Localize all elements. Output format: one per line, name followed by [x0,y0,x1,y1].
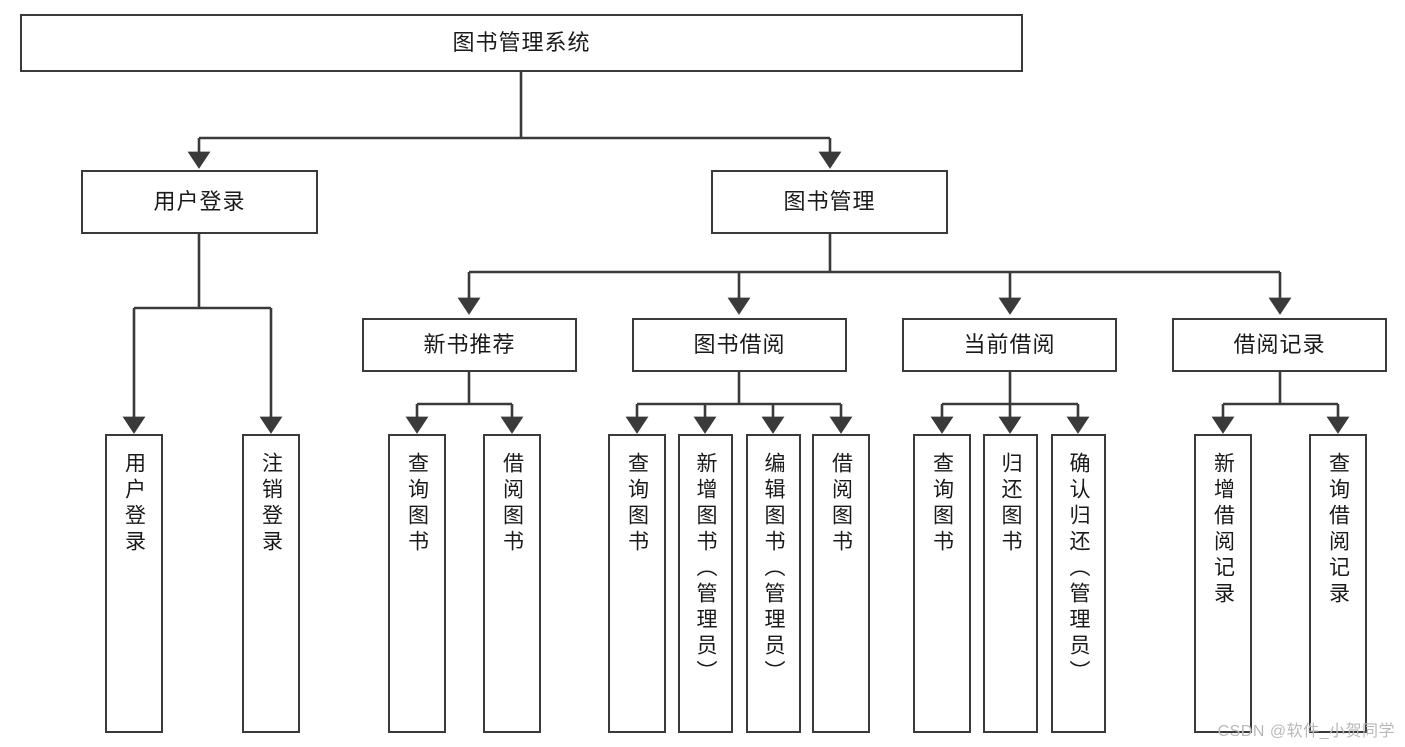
leaf-recommend-borrow-book[interactable]: 借阅图书 [483,434,541,733]
node-label: 查询图书 [930,452,954,556]
node-label: 确认归还（管理员） [1067,452,1090,686]
leaf-borrow-query-book[interactable]: 查询图书 [608,434,666,733]
node-label: 新增借阅记录 [1211,452,1235,608]
node-current-borrow[interactable]: 当前借阅 [902,318,1117,372]
node-label: 借阅图书 [829,452,853,556]
node-new-book-recommend[interactable]: 新书推荐 [362,318,577,372]
node-label: 图书管理 [783,189,876,215]
leaf-borrow-borrow-book[interactable]: 借阅图书 [812,434,870,733]
node-user-login[interactable]: 用户登录 [81,170,318,234]
leaf-current-return-book[interactable]: 归还图书 [983,434,1038,733]
leaf-current-confirm-return-admin[interactable]: 确认归还（管理员） [1051,434,1106,733]
node-label: 注销登录 [259,452,283,556]
node-label: 查询借阅记录 [1326,452,1350,608]
node-label: 借阅记录 [1233,332,1326,358]
leaf-logout-login[interactable]: 注销登录 [242,434,300,733]
node-book-borrow[interactable]: 图书借阅 [632,318,847,372]
leaf-user-login[interactable]: 用户登录 [105,434,163,733]
node-book-management[interactable]: 图书管理 [711,170,948,234]
node-label: 用户登录 [153,189,246,215]
node-label: 归还图书 [999,452,1022,556]
leaf-borrow-edit-book-admin[interactable]: 编辑图书（管理员） [746,434,801,733]
node-label: 新增图书（管理员） [694,452,717,686]
node-label: 编辑图书（管理员） [762,452,785,686]
node-label: 查询图书 [625,452,649,556]
leaf-record-add-borrow-record[interactable]: 新增借阅记录 [1194,434,1252,733]
node-label: 借阅图书 [500,452,524,556]
node-label: 用户登录 [122,452,146,556]
leaf-borrow-add-book-admin[interactable]: 新增图书（管理员） [678,434,733,733]
node-label: 图书借阅 [693,332,786,358]
node-label: 图书管理系统 [452,30,591,56]
node-label: 查询图书 [405,452,429,556]
node-label: 当前借阅 [963,332,1056,358]
leaf-record-query-borrow-record[interactable]: 查询借阅记录 [1309,434,1367,733]
node-label: 新书推荐 [423,332,516,358]
leaf-current-query-book[interactable]: 查询图书 [913,434,971,733]
node-root-system[interactable]: 图书管理系统 [20,14,1023,72]
watermark-text: CSDN @软件_小贺同学 [1217,723,1395,740]
leaf-recommend-query-book[interactable]: 查询图书 [388,434,446,733]
node-borrow-record[interactable]: 借阅记录 [1172,318,1387,372]
